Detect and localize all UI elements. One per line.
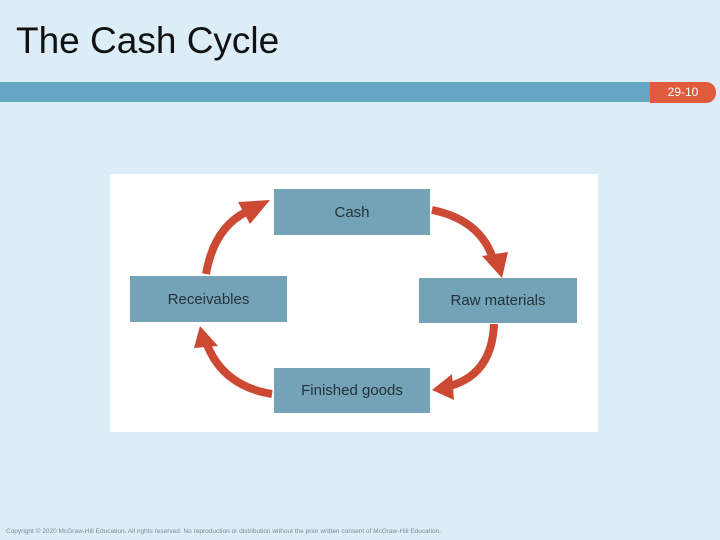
arrowhead-raw-materials-to-finished-goods bbox=[432, 374, 454, 400]
slide-number: 29-10 bbox=[650, 82, 716, 103]
node-receivables: Receivables bbox=[130, 276, 287, 322]
arrow-receivables-to-cash bbox=[202, 208, 248, 275]
node-cash: Cash bbox=[274, 189, 430, 235]
arrowhead-finished-goods-to-receivables bbox=[194, 326, 218, 348]
arrowhead-receivables-to-cash bbox=[238, 200, 270, 224]
cycle-arrows bbox=[194, 200, 508, 400]
node-finished-goods: Finished goods bbox=[274, 368, 430, 413]
arrow-raw-materials-to-finished-goods bbox=[448, 323, 498, 390]
arrowhead-cash-to-raw-materials bbox=[482, 252, 508, 278]
cash-cycle-diagram: Cash Raw materials Finished goods Receiv… bbox=[110, 174, 598, 432]
node-raw-materials: Raw materials bbox=[419, 278, 577, 323]
arrow-finished-goods-to-receivables bbox=[202, 340, 273, 398]
title-bar bbox=[0, 82, 650, 102]
copyright-notice: Copyright © 2020 McGraw-Hill Education. … bbox=[6, 528, 442, 535]
arrow-cash-to-raw-materials bbox=[431, 206, 498, 264]
slide-title: The Cash Cycle bbox=[16, 20, 280, 61]
